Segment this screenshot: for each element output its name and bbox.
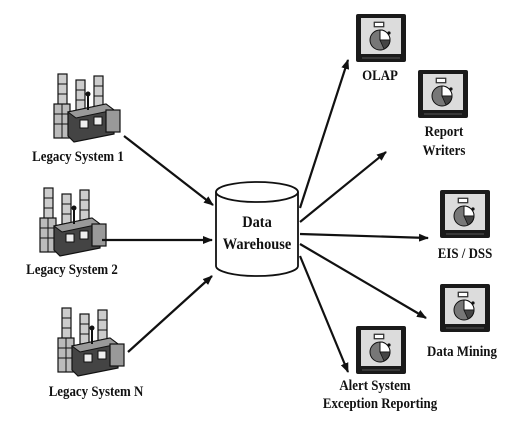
source-label: Legacy System N [48, 384, 144, 400]
monitor-pie-icon [417, 69, 469, 119]
arrow-out-eis [299, 232, 429, 242]
source-label: Legacy System 1 [32, 149, 124, 165]
cylinder-icon [215, 181, 299, 277]
factory-icon [57, 307, 125, 377]
output-label-olap: OLAP [362, 68, 398, 84]
output-label-mining: Data Mining [427, 344, 497, 360]
arrow-out-report [299, 151, 387, 223]
source-label: Legacy System 2 [26, 262, 118, 278]
arrow-in-n [127, 275, 213, 353]
monitor-pie-icon [439, 189, 491, 239]
output-label-alert: Alert System [339, 378, 411, 394]
monitor-pie-icon [355, 13, 407, 63]
arrow-out-alert [298, 255, 350, 373]
factory-icon [39, 187, 107, 257]
output-label-writers: Writers [422, 143, 466, 159]
hub-label-line2: Warehouse [222, 236, 292, 253]
arrow-in-1 [123, 135, 214, 206]
arrow-out-mining [299, 243, 427, 319]
monitor-pie-icon [439, 283, 491, 333]
output-label-eis: EIS / DSS [437, 246, 493, 262]
output-label-exception: Exception Reporting [322, 396, 438, 412]
hub-label: Data Warehouse [212, 212, 302, 256]
output-label-report: Report [424, 124, 464, 140]
arrow-out-olap [298, 59, 350, 209]
monitor-pie-icon [355, 325, 407, 375]
hub-label-line1: Data [242, 214, 272, 231]
factory-icon [53, 73, 121, 143]
